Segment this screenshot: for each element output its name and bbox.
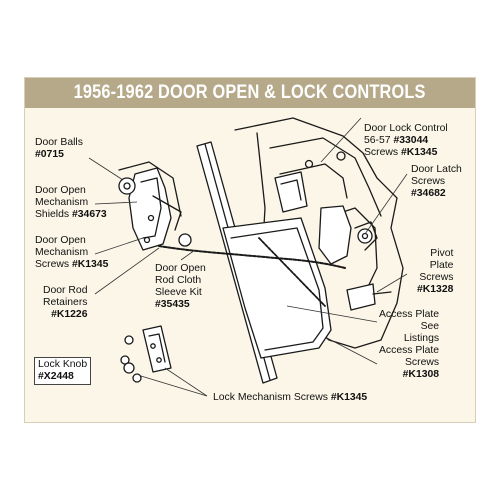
door-balls-callout: Door Balls #0715 [35, 137, 83, 161]
sleeve-kit-label-2: Rod Cloth [155, 275, 202, 286]
access-plate-label-4: Access Plate [379, 345, 440, 356]
mech-screws-part: #K1345 [71, 259, 109, 270]
latch-screws-callout: Door Latch Screws #34682 [411, 164, 462, 200]
access-plate-callout: Access Plate See Listings Access Plate S… [379, 309, 439, 381]
lock-control-label-1: Door Lock Control [364, 123, 448, 134]
access-plate [222, 217, 332, 359]
sleeve-kit-label-3: Sleeve Kit [155, 287, 202, 298]
mech-screws-label-2: Mechanism [35, 247, 89, 258]
pivot-screws-callout: Pivot Plate Screws #K1328 [417, 248, 453, 296]
access-plate-label-5: Screws [404, 357, 440, 368]
lock-control-label-3: Screws [364, 147, 399, 158]
lock-knob-callout: Lock Knob #X2448 [34, 357, 92, 385]
rod-retainers-part: #K1226 [51, 309, 88, 320]
access-plate-label-3: Listings [403, 333, 440, 344]
shields-callout: Door Open Mechanism Shields #34673 [35, 185, 107, 221]
door-mechanism-illustration [88, 117, 408, 397]
pivot-screws-label-2: Plate [429, 260, 454, 271]
lock-control-screws-part: #K1345 [400, 147, 438, 158]
door-panel-contour [269, 137, 382, 217]
door-latch [318, 205, 352, 265]
door-open-mechanism [128, 167, 172, 251]
diagram-title: 1956-1962 DOOR OPEN & LOCK CONTROLS [74, 82, 426, 103]
shields-part: #34673 [71, 209, 107, 220]
access-plate-label-2: See [420, 321, 440, 332]
rod-retainers-label-2: Retainers [43, 297, 88, 308]
diagram-card: 1956-1962 DOOR OPEN & LOCK CONTROLS [24, 77, 476, 423]
shields-label-2: Mechanism [35, 197, 89, 208]
latch-screws-label-1: Door Latch [411, 164, 462, 175]
latch-screws-part: #34682 [411, 188, 446, 199]
rod-retainers-callout: Door Rod Retainers #K1226 [43, 285, 87, 321]
latch-screws-label-2: Screws [411, 176, 446, 187]
lock-control-callout: Door Lock Control 56-57 #33044 Screws #K… [364, 123, 448, 159]
mech-screws-label-1: Door Open [35, 235, 86, 246]
lock-mechanism-plate [142, 325, 172, 373]
rod-retainers-label-1: Door Rod [43, 285, 88, 296]
shields-label-3: Shields [35, 209, 70, 220]
door-ball-icon [118, 177, 136, 195]
access-plate-part: #K1308 [402, 369, 440, 380]
lock-knob-part: #X2448 [38, 371, 74, 382]
sleeve-kit-callout: Door Open Rod Cloth Sleeve Kit #35435 [155, 263, 206, 311]
lock-control-part: #33044 [393, 135, 429, 146]
lock-control-label-2: 56-57 [364, 135, 391, 146]
pivot-screws-label-1: Pivot [430, 248, 454, 259]
pivot-screws-label-3: Screws [419, 272, 454, 283]
mech-screws-label-3: Screws [35, 259, 70, 270]
door-open-rod [158, 245, 346, 269]
title-banner: 1956-1962 DOOR OPEN & LOCK CONTROLS [25, 78, 475, 108]
shields-label-1: Door Open [35, 185, 86, 196]
lock-mech-screws-part: #K1345 [330, 392, 368, 403]
door-lock-control [274, 171, 308, 213]
mech-screws-callout: Door Open Mechanism Screws #K1345 [35, 235, 108, 271]
lock-knob-label: Lock Knob [38, 359, 88, 370]
lock-mech-screws-callout: Lock Mechanism Screws #K1345 [213, 392, 367, 404]
lock-mech-screws-label: Lock Mechanism Screws [213, 392, 328, 403]
sleeve-kit-label-1: Door Open [155, 263, 206, 274]
access-plate-label-1: Access Plate [379, 309, 440, 320]
sleeve-kit-part: #35435 [155, 299, 190, 310]
door-balls-part: #0715 [35, 149, 64, 160]
pivot-screws-part: #K1328 [417, 284, 454, 295]
door-balls-label: Door Balls [35, 137, 83, 148]
